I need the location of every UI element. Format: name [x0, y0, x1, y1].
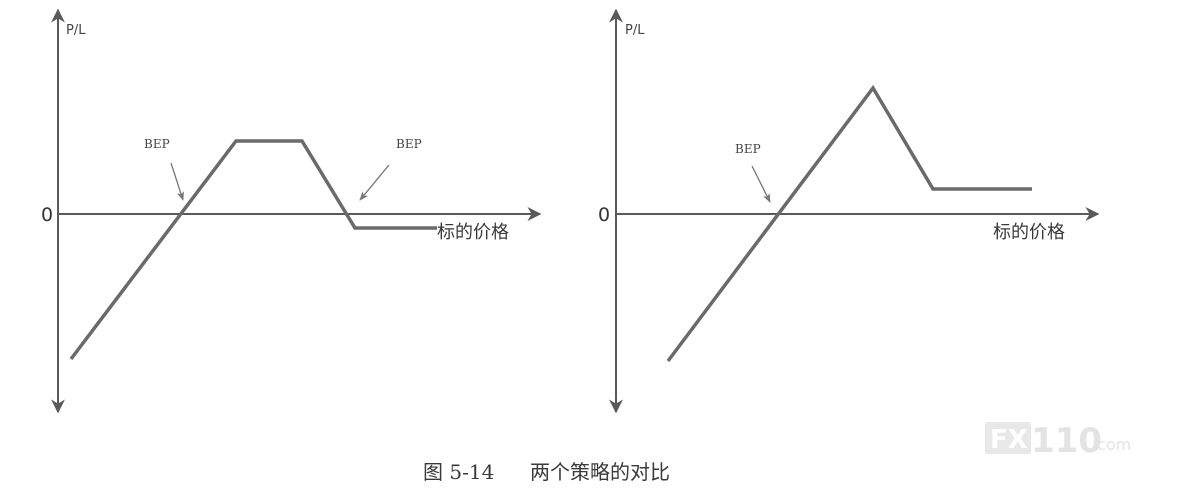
bep-label-left-2: BEP: [396, 137, 422, 151]
bep-pointer-left-2: [359, 164, 390, 201]
watermark-fx-box: [985, 422, 1031, 454]
payoff-line-right: [666, 84, 1032, 363]
bep-label-left-1: BEP: [144, 137, 170, 151]
bep-pointer-left-1: [170, 162, 184, 201]
caption-number: 图 5-14: [423, 460, 494, 484]
panel-right: P/L 0 标的价格 BEP: [598, 8, 1100, 414]
panel-left: P/L 0 标的价格 BEP BEP: [41, 8, 542, 414]
watermark-fx-text: FX: [990, 425, 1028, 455]
x-axis-label-right: 标的价格: [993, 222, 1065, 243]
zero-label-right: 0: [598, 204, 610, 226]
zero-label-left: 0: [41, 204, 53, 226]
watermark-domain: .com: [1092, 435, 1131, 454]
watermark-logo: FX 110 .com: [985, 421, 1131, 461]
bep-pointer-right: [751, 165, 771, 203]
bep-label-right: BEP: [735, 142, 761, 156]
watermark-number: 110: [1031, 421, 1102, 461]
y-axis-label-right: P/L: [625, 23, 645, 38]
payoff-line-left: [69, 139, 437, 361]
caption-title: 两个策略的对比: [530, 460, 670, 484]
x-axis-label-left: 标的价格: [437, 222, 509, 243]
y-axis-label-left: P/L: [66, 23, 86, 38]
